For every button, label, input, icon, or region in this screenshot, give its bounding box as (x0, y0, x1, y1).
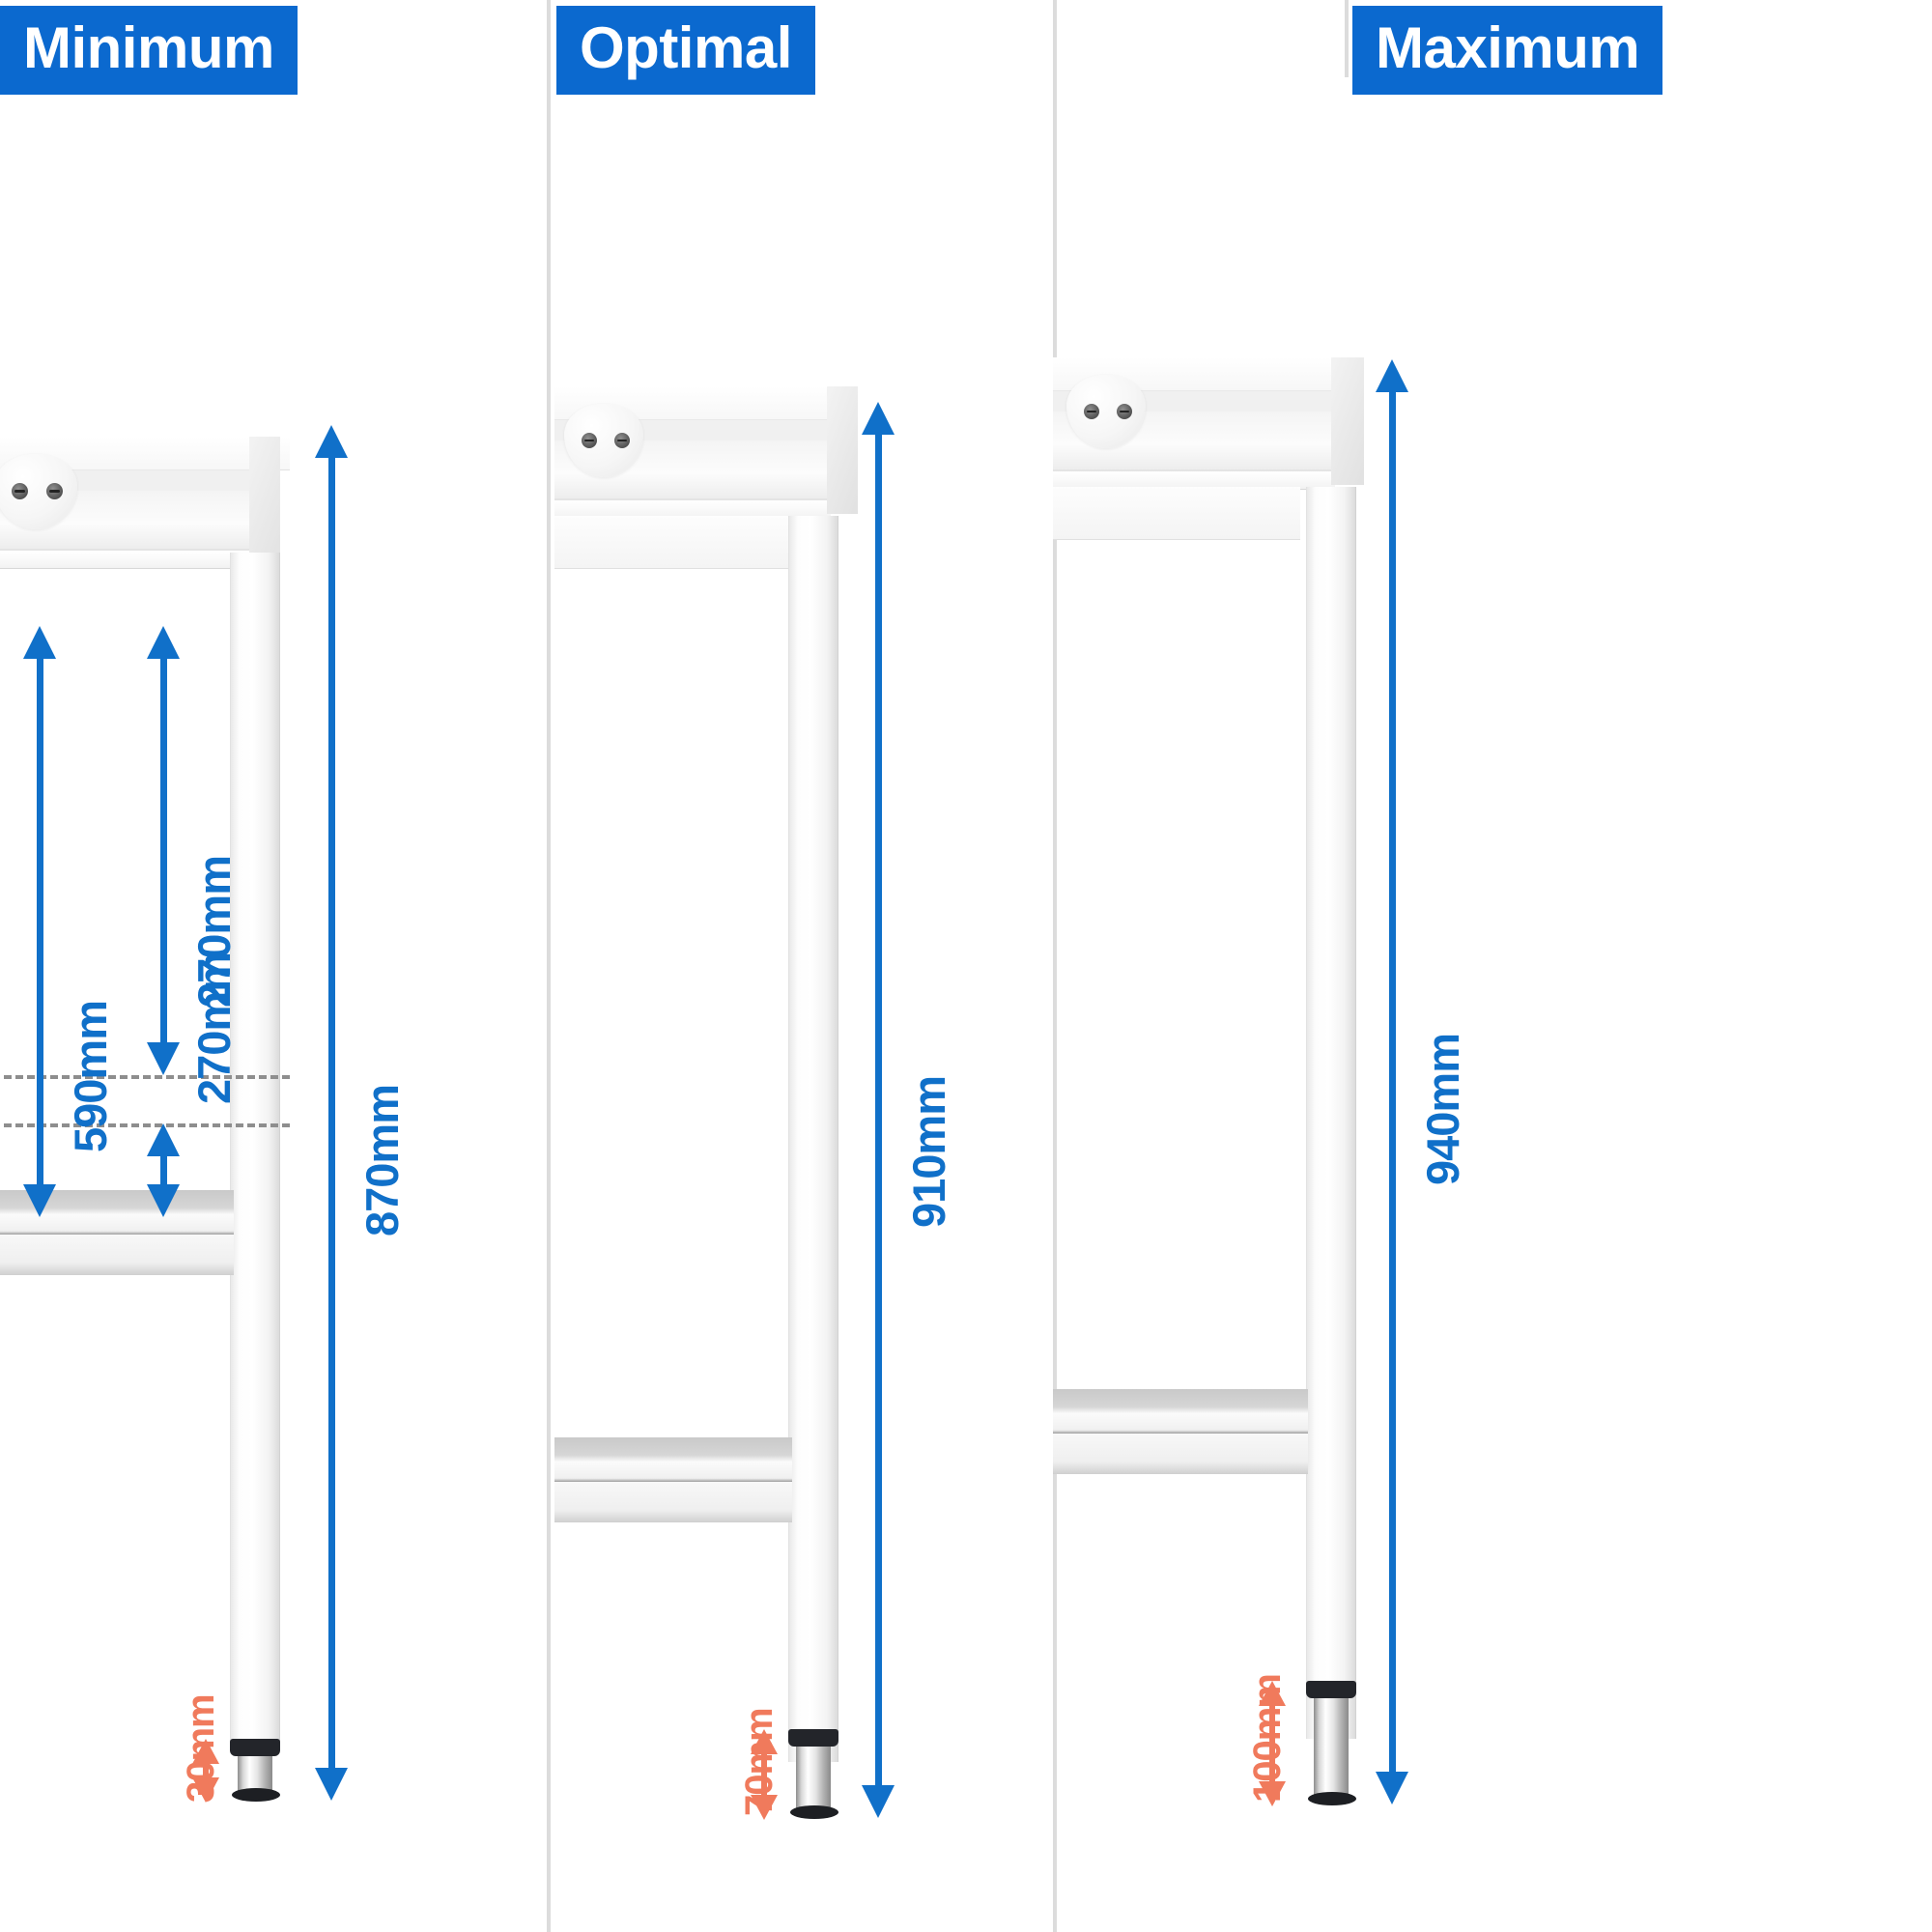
dimension-label-910: 910mm (903, 1076, 954, 1228)
arrowhead-down (751, 1795, 778, 1820)
panel-divider-3-top (1345, 0, 1349, 77)
table-leg-minimum (230, 553, 280, 1747)
dimension-label-30: 30mm (180, 1694, 222, 1803)
foot-collar-minimum (230, 1739, 280, 1756)
mounting-bracket-optimal (564, 404, 643, 477)
foot-stem-optimal (796, 1747, 831, 1812)
dimension-line (875, 431, 882, 1789)
arrowhead-up (751, 1729, 778, 1754)
dimension-line (160, 655, 167, 1046)
tabletop-corner-maximum (1331, 357, 1364, 485)
bracket-screw-right-optimal (614, 433, 630, 448)
badge-maximum: Maximum (1352, 6, 1663, 95)
tabletop-skirt-optimal (554, 516, 798, 569)
dimension-label-870: 870mm (356, 1085, 408, 1236)
arrowhead-down (147, 1184, 180, 1217)
dimension-line (761, 1752, 767, 1797)
arrowhead-up (862, 402, 895, 435)
tabletop-corner-minimum (249, 437, 280, 553)
arrowhead-up (315, 425, 348, 458)
arrowhead-up (1259, 1681, 1286, 1706)
foot-base-optimal (790, 1805, 838, 1819)
tabletop-skirt-maximum (1053, 487, 1300, 540)
dimension-label-100: 100mm (1246, 1674, 1289, 1803)
foot-stem-maximum (1314, 1698, 1349, 1799)
mounting-bracket-maximum (1066, 375, 1146, 448)
foot-collar-maximum (1306, 1681, 1356, 1698)
foot-collar-optimal (788, 1729, 838, 1747)
dimension-label-940: 940mm (1417, 1034, 1468, 1185)
arrowhead-down (1259, 1781, 1286, 1806)
arrowhead-down (862, 1785, 895, 1818)
lower-shelf-maximum (1053, 1389, 1308, 1434)
dimension-label-70: 70mm (738, 1708, 781, 1816)
bracket-screw-left-optimal (582, 433, 597, 448)
lower-shelf-optimal (554, 1437, 792, 1482)
bracket-screw-right-maximum (1117, 404, 1132, 419)
lower-shelf-face-minimum (0, 1235, 234, 1275)
arrowhead-up (147, 626, 180, 659)
panel-divider-2 (1053, 0, 1057, 1932)
dimension-line (1389, 388, 1396, 1776)
bracket-screw-left-maximum (1084, 404, 1099, 419)
badge-optimal: Optimal (556, 6, 815, 95)
dimension-label-590: 590mm (65, 1001, 116, 1152)
dimension-line (1269, 1704, 1275, 1783)
reference-dashline-lower-minimum (0, 1123, 290, 1127)
arrowhead-up (1376, 359, 1408, 392)
table-leg-optimal (788, 516, 838, 1762)
dimension-line (160, 1152, 167, 1188)
reference-dashline-upper-minimum (0, 1075, 290, 1079)
foot-base-minimum (232, 1788, 280, 1802)
table-leg-maximum (1306, 487, 1356, 1739)
bracket-screw-left-minimum (12, 483, 28, 499)
tabletop-corner-optimal (827, 386, 858, 514)
arrowhead-down (147, 1042, 180, 1075)
panel-optimal: Optimal 910mm (547, 0, 1053, 1932)
arrowhead-up (23, 626, 56, 659)
lower-shelf-face-optimal (554, 1482, 792, 1522)
lower-shelf-face-maximum (1053, 1434, 1308, 1474)
tabletop-underside-minimum (0, 549, 251, 569)
foot-base-maximum (1308, 1792, 1356, 1805)
dimension-line (328, 454, 335, 1772)
panel-minimum: Minimum 590mm (0, 0, 547, 1932)
bracket-screw-right-minimum (46, 483, 63, 499)
dimension-line (37, 655, 43, 1188)
panel-maximum: Maximum 940mm (1053, 0, 1932, 1932)
dimension-label-270-lower: 270mm (188, 952, 240, 1104)
arrowhead-up (192, 1739, 219, 1764)
arrowhead-down (315, 1768, 348, 1801)
arrowhead-up (147, 1123, 180, 1156)
dimension-line (203, 1762, 209, 1779)
badge-minimum: Minimum (0, 6, 298, 95)
arrowhead-down (23, 1184, 56, 1217)
panel-divider-1 (547, 0, 551, 1932)
arrowhead-down (1376, 1772, 1408, 1804)
arrowhead-down (192, 1777, 219, 1803)
